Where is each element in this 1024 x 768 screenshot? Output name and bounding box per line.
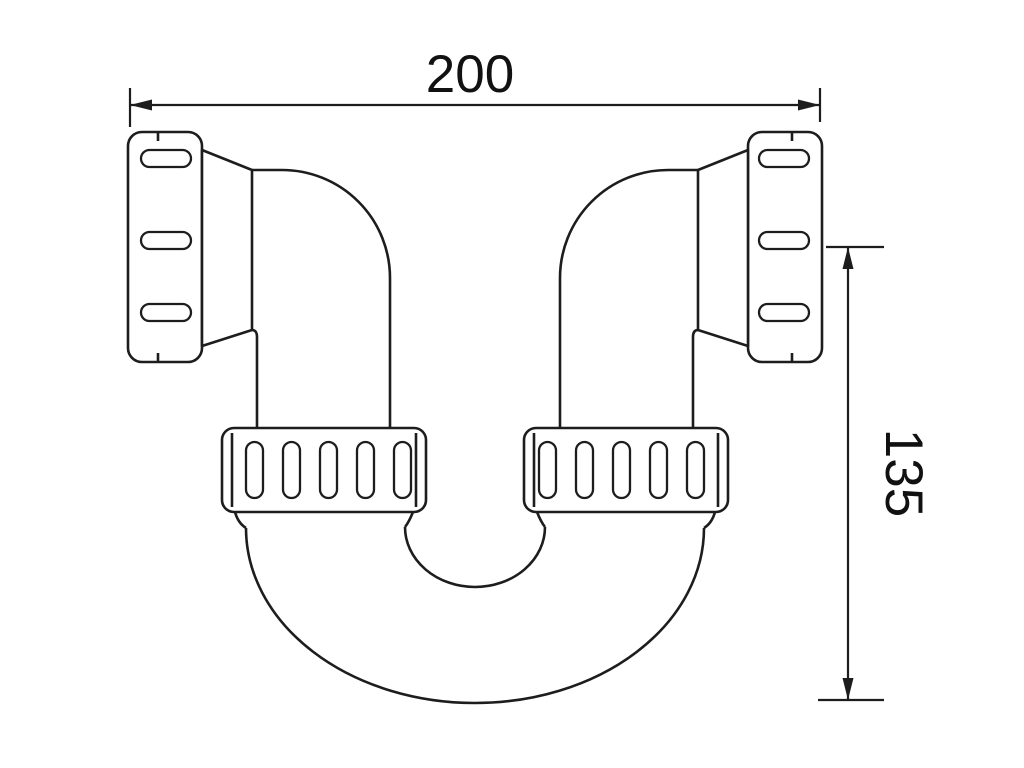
left-swivel-nut-slot — [139, 148, 193, 169]
right-swivel-nut-slot — [757, 230, 811, 251]
left-coupling-slot — [244, 440, 265, 500]
left-elbow-inner-edge — [251, 328, 259, 428]
left-coupling-nut — [220, 426, 428, 514]
right-swivel-nut — [696, 130, 824, 364]
height-dimension: 135 — [818, 245, 933, 702]
right-swivel-nut-slot — [757, 148, 811, 169]
left-swivel-nut-slot — [139, 302, 193, 323]
right-elbow-outer-edge — [558, 168, 698, 428]
right-tail-cone — [696, 148, 750, 348]
right-elbow-inner-edge — [691, 328, 699, 428]
u-bend-inner-arc — [403, 526, 547, 589]
right-coupling-slot — [685, 440, 706, 500]
right-coupling-slot — [611, 440, 632, 500]
right-coupling-slot — [648, 440, 669, 500]
u-bend-outer-arc — [244, 527, 706, 705]
left-coupling-slot — [318, 440, 339, 500]
left-swivel-nut-slot — [139, 230, 193, 251]
right-coupling-slot — [537, 440, 558, 500]
left-coupling-slot — [355, 440, 376, 500]
right-coupling-slot — [574, 440, 595, 500]
left-coupling-slot — [281, 440, 302, 500]
left-coupling-slot — [392, 440, 413, 500]
width-arrowhead-right — [798, 99, 820, 111]
right-elbow-pipe — [558, 168, 699, 428]
right-flare-outer — [703, 511, 717, 530]
width-dimension: 200 — [128, 45, 822, 127]
left-swivel-nut — [126, 130, 254, 364]
left-flare-inner — [403, 511, 415, 528]
height-arrowhead-bottom — [842, 678, 854, 700]
width-arrowhead-left — [130, 99, 152, 111]
height-dimension-label: 135 — [874, 429, 933, 517]
height-arrowhead-top — [842, 247, 854, 269]
left-tail-cone — [200, 148, 254, 348]
right-swivel-nut-slot — [757, 302, 811, 323]
right-coupling-nut — [522, 426, 730, 514]
u-bend — [233, 511, 717, 705]
left-elbow-pipe — [251, 168, 392, 428]
left-flare-outer — [233, 511, 247, 530]
right-flare-inner — [535, 511, 547, 528]
left-elbow-outer-edge — [252, 168, 392, 428]
width-dimension-label: 200 — [426, 45, 514, 104]
